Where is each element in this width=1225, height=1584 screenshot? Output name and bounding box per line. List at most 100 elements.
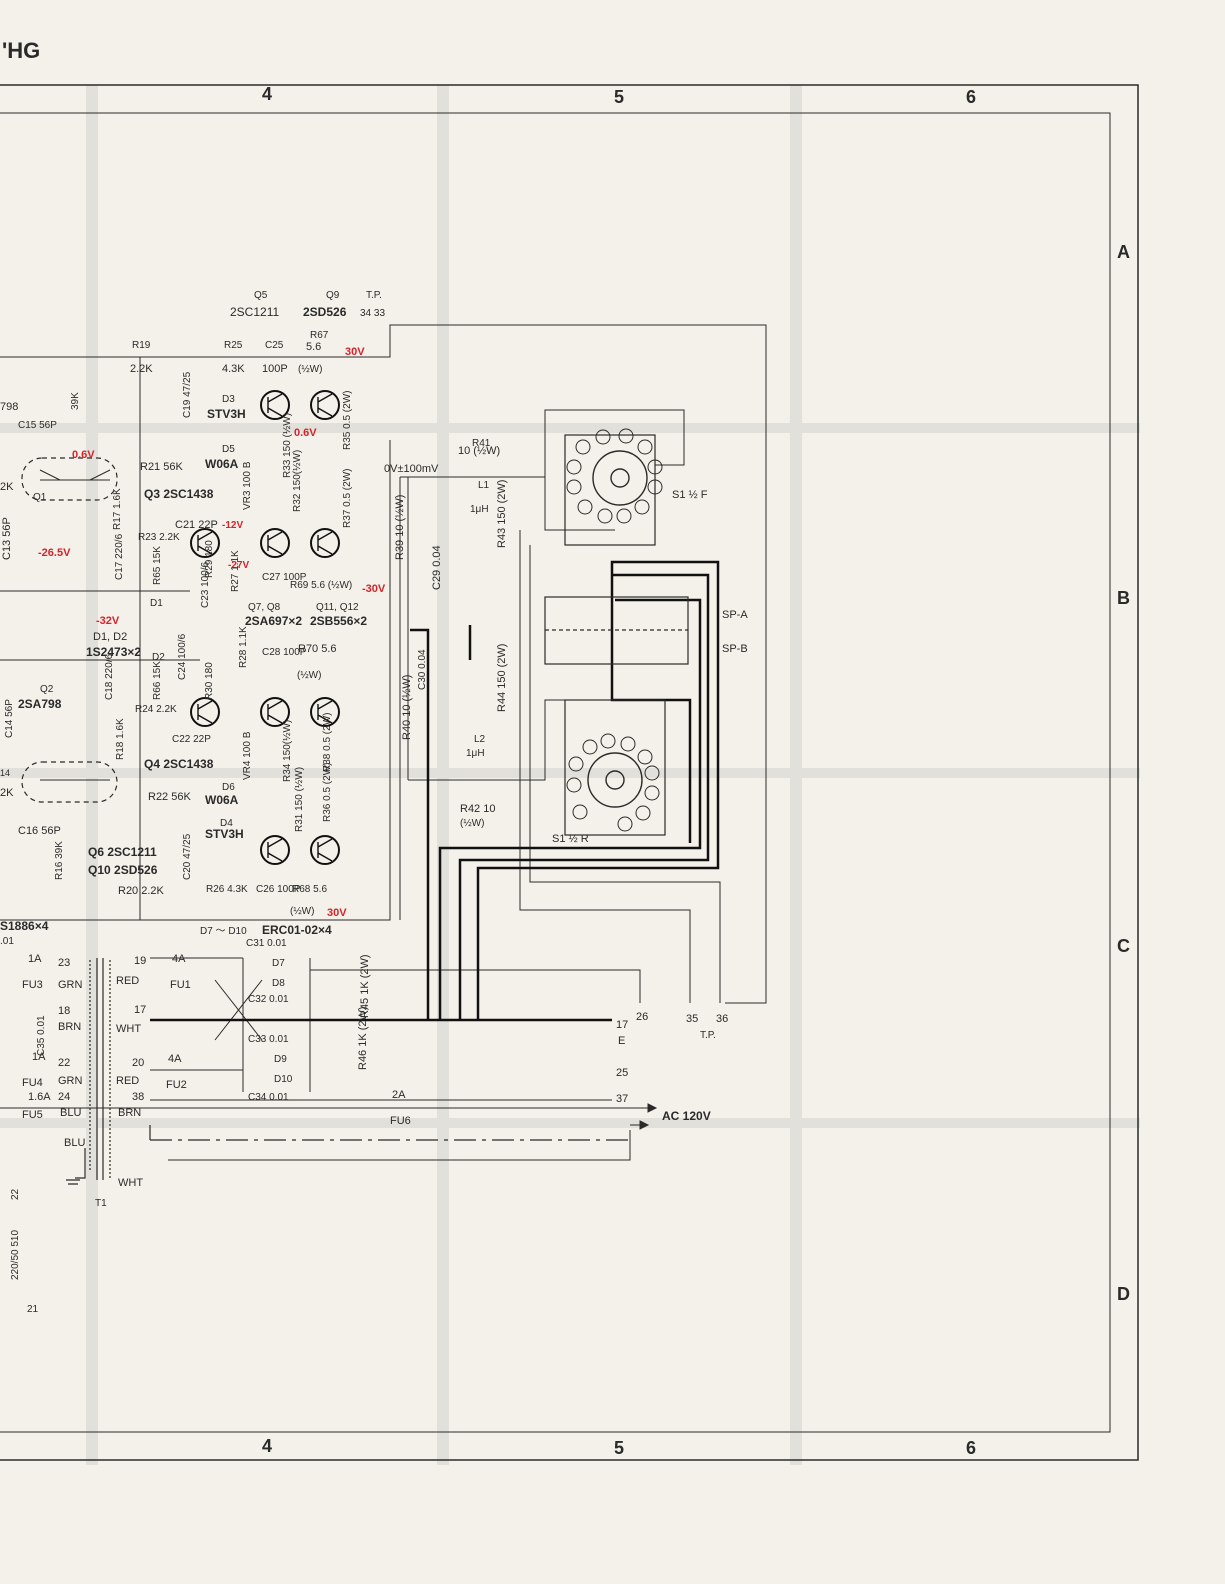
c19-value: C19 47/25 — [182, 371, 193, 418]
wire-wht-2: WHT — [118, 1177, 143, 1189]
r34-label: R34 150(½W) — [282, 720, 293, 782]
c22-label: C22 22P — [172, 734, 211, 745]
transistor-q5 — [260, 390, 290, 420]
wire-red-1: RED — [116, 975, 139, 987]
wire-wht-1: WHT — [116, 1023, 141, 1035]
r39-label: R39 10 (½W) — [394, 495, 406, 560]
r25-label: R25 — [224, 340, 243, 351]
q11q12-part: 2SB556×2 — [310, 614, 367, 628]
fu4-value: 1A — [32, 1051, 46, 1063]
d1-label: D1 — [150, 598, 163, 609]
r67-watt: (½W) — [298, 364, 322, 375]
r30-label: R30 180 — [204, 662, 215, 700]
left-2k-a: 2K — [0, 481, 14, 493]
dash-lines — [149, 1125, 630, 1141]
c13-label: C13 56P — [1, 517, 13, 560]
c26-label: C26 100P — [256, 884, 301, 895]
transistor-q10 — [310, 835, 340, 865]
fu2-label: FU2 — [166, 1079, 187, 1091]
r19-label: R19 — [132, 340, 151, 351]
fu3-label: FU3 — [22, 979, 43, 991]
q9-label: Q9 — [326, 290, 340, 301]
fu1-label: FU1 — [170, 979, 191, 991]
fu3-value: 1A — [28, 953, 42, 965]
fu2-value: 4A — [168, 1053, 182, 1065]
r40-label: R40 10 (½W) — [401, 675, 413, 740]
d5-label: D5 — [222, 444, 235, 455]
d9-label: D9 — [274, 1054, 287, 1065]
r27-label: R27 1.1K — [230, 550, 241, 592]
c-220-value: 220/50 510 — [10, 1230, 21, 1280]
s1f-label: S1 ½ F — [672, 489, 708, 501]
q1-label: Q1 — [33, 492, 47, 503]
model-suffix: 'HG — [2, 38, 40, 63]
wiring — [0, 324, 767, 1161]
q7q8-part: 2SA697×2 — [245, 614, 302, 628]
transistor-leads — [197, 393, 333, 862]
d1d2-part: 1S2473×2 — [86, 645, 141, 659]
c31-label: C31 0.01 — [246, 938, 287, 949]
transistor-q11 — [310, 528, 340, 558]
q2-label: Q2 — [40, 684, 54, 695]
r25-value: 4.3K — [222, 363, 245, 375]
l1-label: L1 — [478, 480, 490, 491]
transistor-q9 — [310, 390, 340, 420]
r44-label: R44 150 (2W) — [496, 644, 508, 712]
r46-label: R46 1K (2W) — [357, 1006, 369, 1070]
fu6-label: FU6 — [390, 1115, 411, 1127]
fu5-label: FU5 — [22, 1109, 43, 1121]
q1-part-fragment: 798 — [0, 401, 18, 413]
l2-value: 1μH — [466, 748, 485, 759]
column-marker-bottom-5: 5 — [614, 1438, 624, 1458]
s1r-label: S1 ½ R — [552, 833, 589, 845]
r23-label: R23 2.2K — [138, 532, 180, 543]
r22-label: R22 56K — [148, 791, 191, 803]
r33-label: R33 150 (½W) — [282, 413, 293, 478]
tp-bottom: T.P. — [700, 1030, 716, 1041]
d1d2-label: D1, D2 — [93, 631, 127, 643]
ac-arrows — [612, 1103, 658, 1130]
q11q12-label: Q11, Q12 — [316, 602, 359, 613]
transistor-q3 — [190, 528, 220, 558]
d8-label: D8 — [272, 978, 285, 989]
vr3-label: VR3 100 B — [242, 461, 253, 510]
fu4-label: FU4 — [22, 1077, 43, 1089]
c20-label: C20 47/25 — [182, 833, 193, 880]
spa-label: SP-A — [722, 609, 748, 621]
q5-label: Q5 — [254, 290, 268, 301]
r41-label: R41 — [472, 438, 491, 449]
r19-value: 2.2K — [130, 363, 153, 375]
tr-pin-24: 24 — [58, 1091, 70, 1103]
wire-red-2: RED — [116, 1075, 139, 1087]
pin-25: 25 — [616, 1067, 628, 1079]
q9-part: 2SD526 — [303, 305, 347, 319]
pin-36: 36 — [716, 1013, 728, 1025]
c24-label: C24 100/6 — [177, 633, 188, 680]
voltage-30v-neg: -30V — [362, 583, 386, 595]
r45-label: R45 1K (2W) — [359, 954, 371, 1018]
ground-symbol — [66, 1148, 86, 1185]
transistor-q6 — [260, 835, 290, 865]
r29-label: R29 180 — [204, 540, 215, 578]
tr-pin-19: 19 — [134, 955, 146, 967]
q2-part: 2SA798 — [18, 697, 62, 711]
r67-value: 5.6 — [306, 341, 321, 353]
voltage-06v-a: 0.6V — [294, 427, 317, 439]
c35-label: C35 0.01 — [36, 1015, 47, 1056]
c17-label: C17 220/6 — [114, 533, 125, 580]
c21-label: C21 22P — [175, 519, 218, 531]
transistor-q7 — [260, 528, 290, 558]
transistor-q4 — [190, 697, 220, 727]
grid-bands — [0, 85, 1140, 1465]
fu1-value: 4A — [172, 953, 186, 965]
r65-label: R65 15K — [152, 546, 163, 585]
d5-part: W06A — [205, 457, 239, 471]
switch-contacts — [566, 428, 663, 832]
q3-label: Q3 2SC1438 — [144, 487, 214, 501]
left-14: 14 — [0, 768, 10, 778]
tr-pin-18: 18 — [58, 1005, 70, 1017]
tr-pin-22: 22 — [58, 1057, 70, 1069]
voltage-06v-b: 0.6V — [72, 449, 95, 461]
r32-label: R32 150(½W) — [292, 450, 303, 512]
